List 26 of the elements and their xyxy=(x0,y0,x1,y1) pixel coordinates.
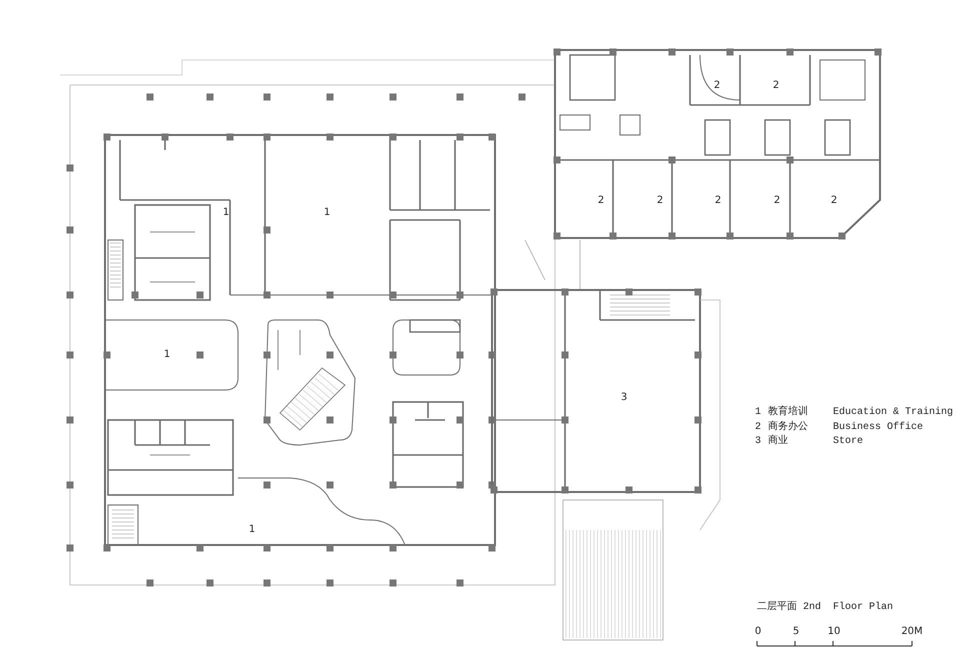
scale-label: 0 xyxy=(754,627,762,637)
legend-text: 商务办公 xyxy=(768,423,808,433)
legend-number: 2 xyxy=(755,423,762,433)
legend-number: 3 xyxy=(755,437,762,447)
room-number: 2 xyxy=(772,81,780,91)
room-number: 3 xyxy=(620,393,628,403)
room-number: 2 xyxy=(598,196,604,206)
legend-text: Business Office xyxy=(833,423,924,433)
legend-number: 1 xyxy=(755,408,762,418)
scale-label: 10 xyxy=(828,627,840,637)
room-number: 2 xyxy=(714,81,720,91)
room-number: 1 xyxy=(324,208,330,218)
room-number: 1 xyxy=(164,350,170,360)
scale-label: 20M xyxy=(901,627,923,637)
legend-text: 商业 xyxy=(768,437,788,447)
room-number: 2 xyxy=(774,196,780,206)
room-number: 2 xyxy=(714,196,722,206)
plan-title: 二层平面 2nd Floor Plan xyxy=(757,603,894,613)
room-number: 2 xyxy=(656,196,664,206)
legend-text: Store xyxy=(833,437,864,447)
legend-text: 教育培训 xyxy=(768,408,808,418)
room-number: 1 xyxy=(248,525,256,535)
room-number: 1 xyxy=(222,208,230,218)
legend-text: Education & Training xyxy=(833,408,954,418)
room-number: 2 xyxy=(830,196,838,206)
scale-label: 5 xyxy=(792,627,800,637)
